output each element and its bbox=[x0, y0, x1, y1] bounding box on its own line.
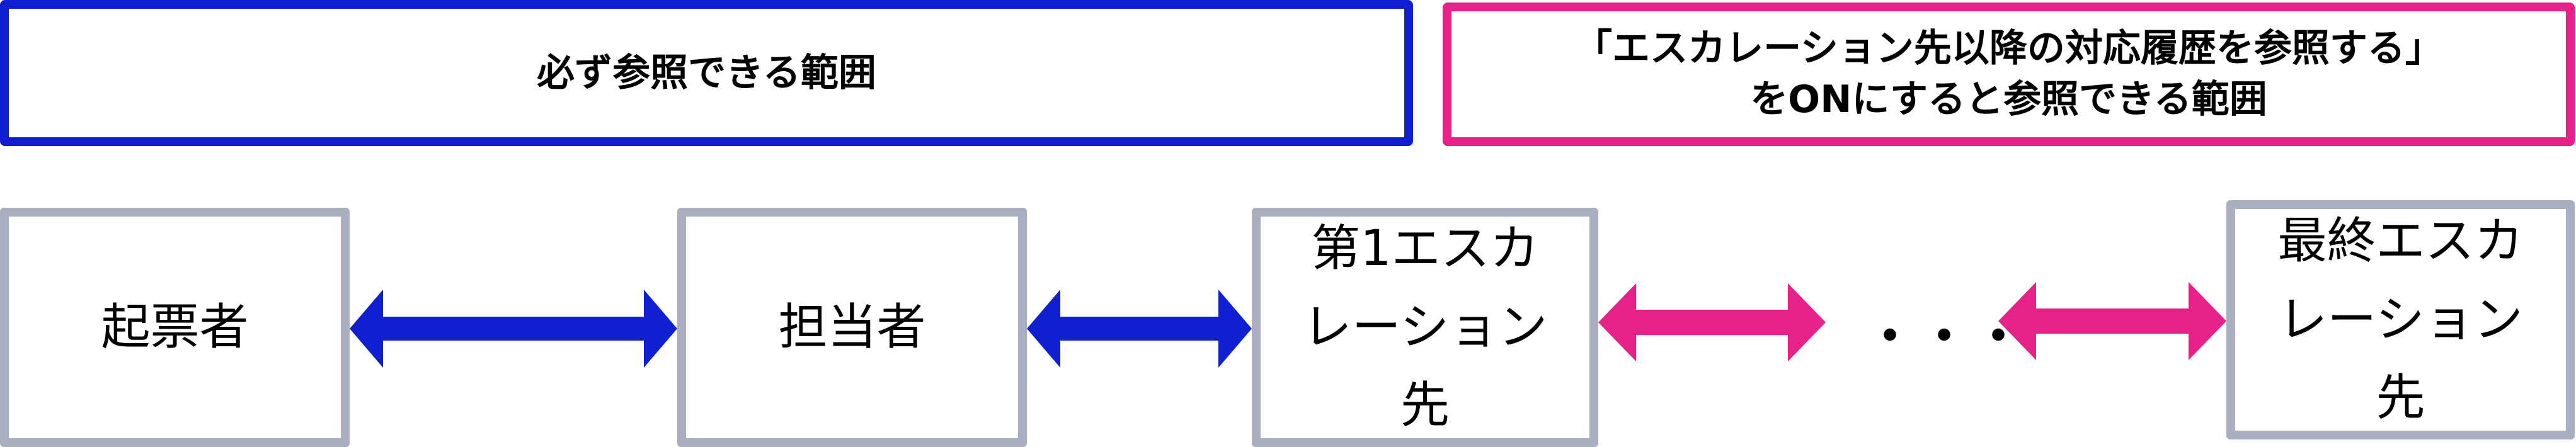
always-visible-scope-box: 必ず参照できる範囲 bbox=[0, 0, 1413, 146]
always-visible-scope-label: 必ず参照できる範囲 bbox=[537, 50, 876, 95]
optional-scope-label-line2: をONにすると参照できる範囲 bbox=[1750, 77, 2267, 122]
ellipsis: ・・・ bbox=[1865, 307, 2027, 366]
node-label: 最終エスカレーション先 bbox=[2277, 212, 2524, 427]
node-assignee: 担当者 bbox=[677, 208, 1027, 447]
double-arrow-requester-assignee bbox=[350, 290, 677, 368]
double-arrow-assignee-first-escalation bbox=[1027, 290, 1252, 368]
optional-scope-label-line1: 「エスカレーション先以降の対応履歴を参照する」 bbox=[1574, 26, 2443, 71]
node-label: 担当者 bbox=[778, 298, 926, 356]
node-label: 第1エスカレーション先 bbox=[1302, 220, 1548, 434]
double-arrow-prev-final-escalation bbox=[1998, 282, 2226, 360]
node-final-escalation: 最終エスカレーション先 bbox=[2226, 200, 2575, 439]
node-requester: 起票者 bbox=[0, 208, 350, 447]
node-label: 起票者 bbox=[101, 298, 249, 356]
double-arrow-first-escalation-next bbox=[1598, 283, 1826, 361]
node-first-escalation: 第1エスカレーション先 bbox=[1252, 208, 1598, 447]
optional-visible-scope-box: 「エスカレーション先以降の対応履歴を参照する」 をONにすると参照できる範囲 bbox=[1443, 3, 2575, 146]
